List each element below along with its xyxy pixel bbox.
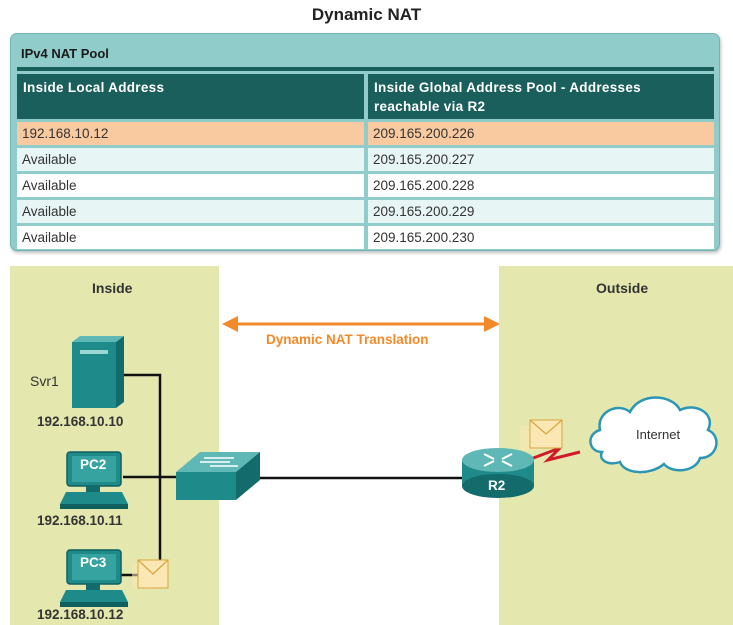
network-cables <box>120 373 463 577</box>
table-cell-global: 209.165.200.226 <box>368 122 714 145</box>
pc3-icon <box>60 549 128 607</box>
router-icon <box>462 448 534 498</box>
server-name: Svr1 <box>30 373 59 389</box>
translation-arrow-icon <box>222 316 500 332</box>
header-divider <box>17 67 714 71</box>
cloud-icon <box>589 396 718 474</box>
envelope-icon <box>132 559 169 589</box>
outside-label: Outside <box>596 280 649 296</box>
pc3-ip: 192.168.10.12 <box>37 607 124 622</box>
nat-pool-table: IPv4 NAT Pool Inside Local Address Insid… <box>10 33 720 251</box>
table-cell-global: 209.165.200.229 <box>368 200 714 223</box>
pc2-name: PC2 <box>80 457 107 472</box>
table-cell-local: Available <box>17 148 364 171</box>
table-cell-global: 209.165.200.230 <box>368 226 714 249</box>
pc3-name: PC3 <box>80 555 107 570</box>
server-ip: 192.168.10.10 <box>37 414 124 429</box>
page-title: Dynamic NAT <box>311 5 422 24</box>
table-cell-local: 192.168.10.12 <box>17 122 364 145</box>
pc2-ip: 192.168.10.11 <box>37 513 123 528</box>
router-name: R2 <box>488 478 506 493</box>
inside-label: Inside <box>92 280 133 296</box>
column-header-inside-local: Inside Local Address <box>17 74 364 119</box>
switch-icon <box>176 452 260 500</box>
cloud-label: Internet <box>636 427 681 442</box>
pc2-icon <box>60 451 128 509</box>
table-cell-global: 209.165.200.227 <box>368 148 714 171</box>
table-cell-local: Available <box>17 200 364 223</box>
column-header-inside-global: Inside Global Address Pool - Addresses r… <box>368 74 714 119</box>
envelope-icon <box>520 419 563 450</box>
table-cell-local: Available <box>17 226 364 249</box>
serial-link-icon <box>527 446 581 463</box>
translation-label: Dynamic NAT Translation <box>266 332 429 347</box>
server-icon <box>72 336 124 408</box>
table-cell-global: 209.165.200.228 <box>368 174 714 197</box>
table-cell-local: Available <box>17 174 364 197</box>
nat-pool-header: IPv4 NAT Pool <box>21 46 109 61</box>
